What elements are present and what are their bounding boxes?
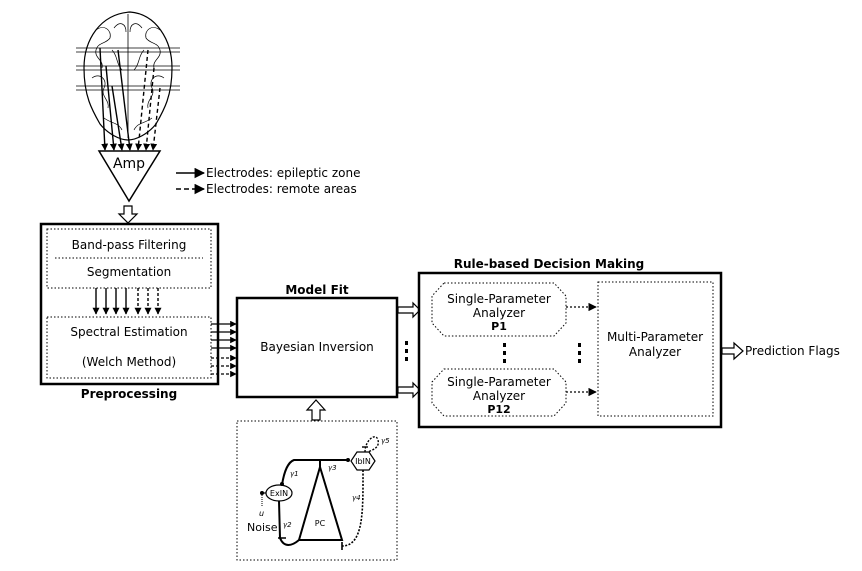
legend: Electrodes: epileptic zone Electrodes: r… <box>176 166 360 196</box>
amplifier-triangle <box>97 150 162 203</box>
gamma2-label: γ2 <box>283 521 292 529</box>
u-label: u <box>259 509 264 518</box>
neural-model: PC ExIN IbIN γ1 γ3 γ5 γ4 γ2 u Noise <box>247 436 390 550</box>
spa-p12-line1: Single-Parameter <box>447 375 551 389</box>
pc-to-exin-path <box>281 459 321 486</box>
prediction-flags-label: Prediction Flags <box>745 344 840 358</box>
spa-p1-line1: Single-Parameter <box>447 292 551 306</box>
ibin-node <box>350 451 376 471</box>
pc-label: PC <box>315 519 326 528</box>
model-fit-title: Model Fit <box>285 283 349 297</box>
output-arrow <box>721 341 744 361</box>
segmentation-label: Segmentation <box>87 265 171 279</box>
bayesian-to-p1-arrow <box>397 301 421 319</box>
gamma3-label: γ3 <box>328 464 337 472</box>
analyzer-dots <box>503 343 581 363</box>
noise-label: Noise <box>247 521 278 534</box>
gamma4-label: γ4 <box>352 494 361 502</box>
decision-title: Rule-based Decision Making <box>454 257 645 271</box>
spa-p12-box <box>431 368 567 417</box>
amp-to-preprocessing-arrow <box>117 205 139 224</box>
brain-illustration <box>76 11 180 141</box>
spa-p1-line2: Analyzer <box>473 306 525 320</box>
model-to-bayesian-arrow <box>305 399 327 421</box>
neural-model-box <box>236 420 398 561</box>
spa-p1-box <box>431 282 567 337</box>
mpa-box <box>597 281 714 417</box>
spectra-to-model-arrows <box>211 320 237 378</box>
spectral-label: Spectral Estimation <box>70 325 187 339</box>
segment-arrows <box>92 288 162 315</box>
gamma1-label: γ1 <box>290 470 299 478</box>
electrode-leads <box>99 47 161 151</box>
welch-label: (Welch Method) <box>82 355 176 369</box>
exin-label: ExIN <box>270 489 288 498</box>
preprocessing-title: Preprocessing <box>81 387 177 401</box>
spa-p1-param: P1 <box>491 320 507 333</box>
gamma5-label: γ5 <box>381 437 390 445</box>
decision-box <box>417 271 723 429</box>
bayesian-to-p12-arrow <box>397 381 421 399</box>
mpa-line1: Multi-Parameter <box>607 330 703 344</box>
ibin-label: IbIN <box>355 457 371 466</box>
mpa-line2: Analyzer <box>629 345 681 359</box>
filter-segment-box <box>46 228 212 289</box>
bayesian-label: Bayesian Inversion <box>260 340 374 354</box>
bayesian-box <box>235 296 399 399</box>
legend-solid-label: Electrodes: epileptic zone <box>206 166 360 180</box>
bayesian-output-dots <box>405 341 408 361</box>
amp-label: Amp <box>113 156 145 172</box>
pc-triangle <box>297 463 344 541</box>
preprocessing-box <box>39 222 220 386</box>
ibin-to-pc-path <box>341 469 364 547</box>
legend-dashed-label: Electrodes: remote areas <box>206 182 357 196</box>
spa-p12-line2: Analyzer <box>473 389 525 403</box>
spa-p12-param: P12 <box>487 403 510 416</box>
spectral-box <box>46 316 212 379</box>
ibin-self-loop <box>364 436 380 453</box>
bandpass-label: Band-pass Filtering <box>72 238 187 252</box>
